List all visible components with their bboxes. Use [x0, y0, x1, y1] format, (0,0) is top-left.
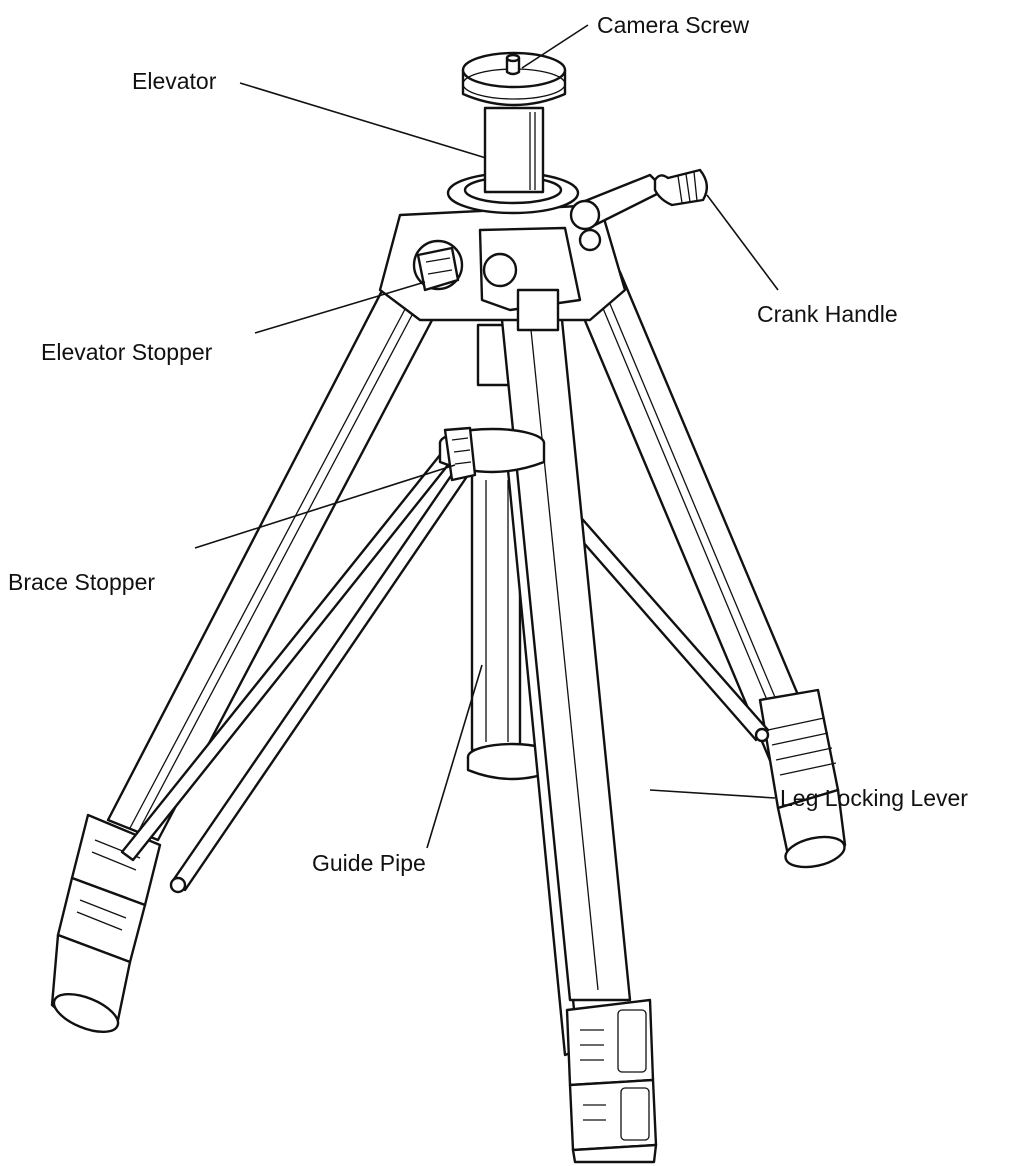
- leader-leg-locking-lever: [649, 789, 776, 799]
- label-leg-locking-lever: Leg Locking Lever: [780, 785, 968, 811]
- leader-elevator-stopper: [254, 281, 426, 334]
- label-guide-pipe: Guide Pipe: [312, 850, 426, 876]
- leader-camera-screw: [521, 24, 589, 69]
- braces: [120, 453, 770, 1057]
- leader-brace-stopper: [194, 464, 456, 549]
- left-leg: [50, 283, 442, 1034]
- tripod-head: [378, 168, 708, 332]
- elevator: [483, 106, 545, 194]
- leader-crank-handle: [706, 194, 779, 291]
- label-camera-screw: Camera Screw: [597, 12, 749, 38]
- label-elevator-stopper: Elevator Stopper: [41, 339, 213, 365]
- right-leg: [568, 270, 847, 869]
- callout-labels: Camera Screw Elevator Crank Handle Eleva…: [8, 12, 968, 876]
- camera-screw: [461, 51, 567, 107]
- brace-stopper: [438, 426, 546, 482]
- label-elevator: Elevator: [132, 68, 217, 94]
- leader-lines: [194, 24, 779, 849]
- label-crank-handle: Crank Handle: [757, 301, 898, 327]
- label-brace-stopper: Brace Stopper: [8, 569, 155, 595]
- leader-guide-pipe: [426, 664, 483, 849]
- guide-pipe: [466, 323, 558, 781]
- leader-elevator: [239, 82, 487, 159]
